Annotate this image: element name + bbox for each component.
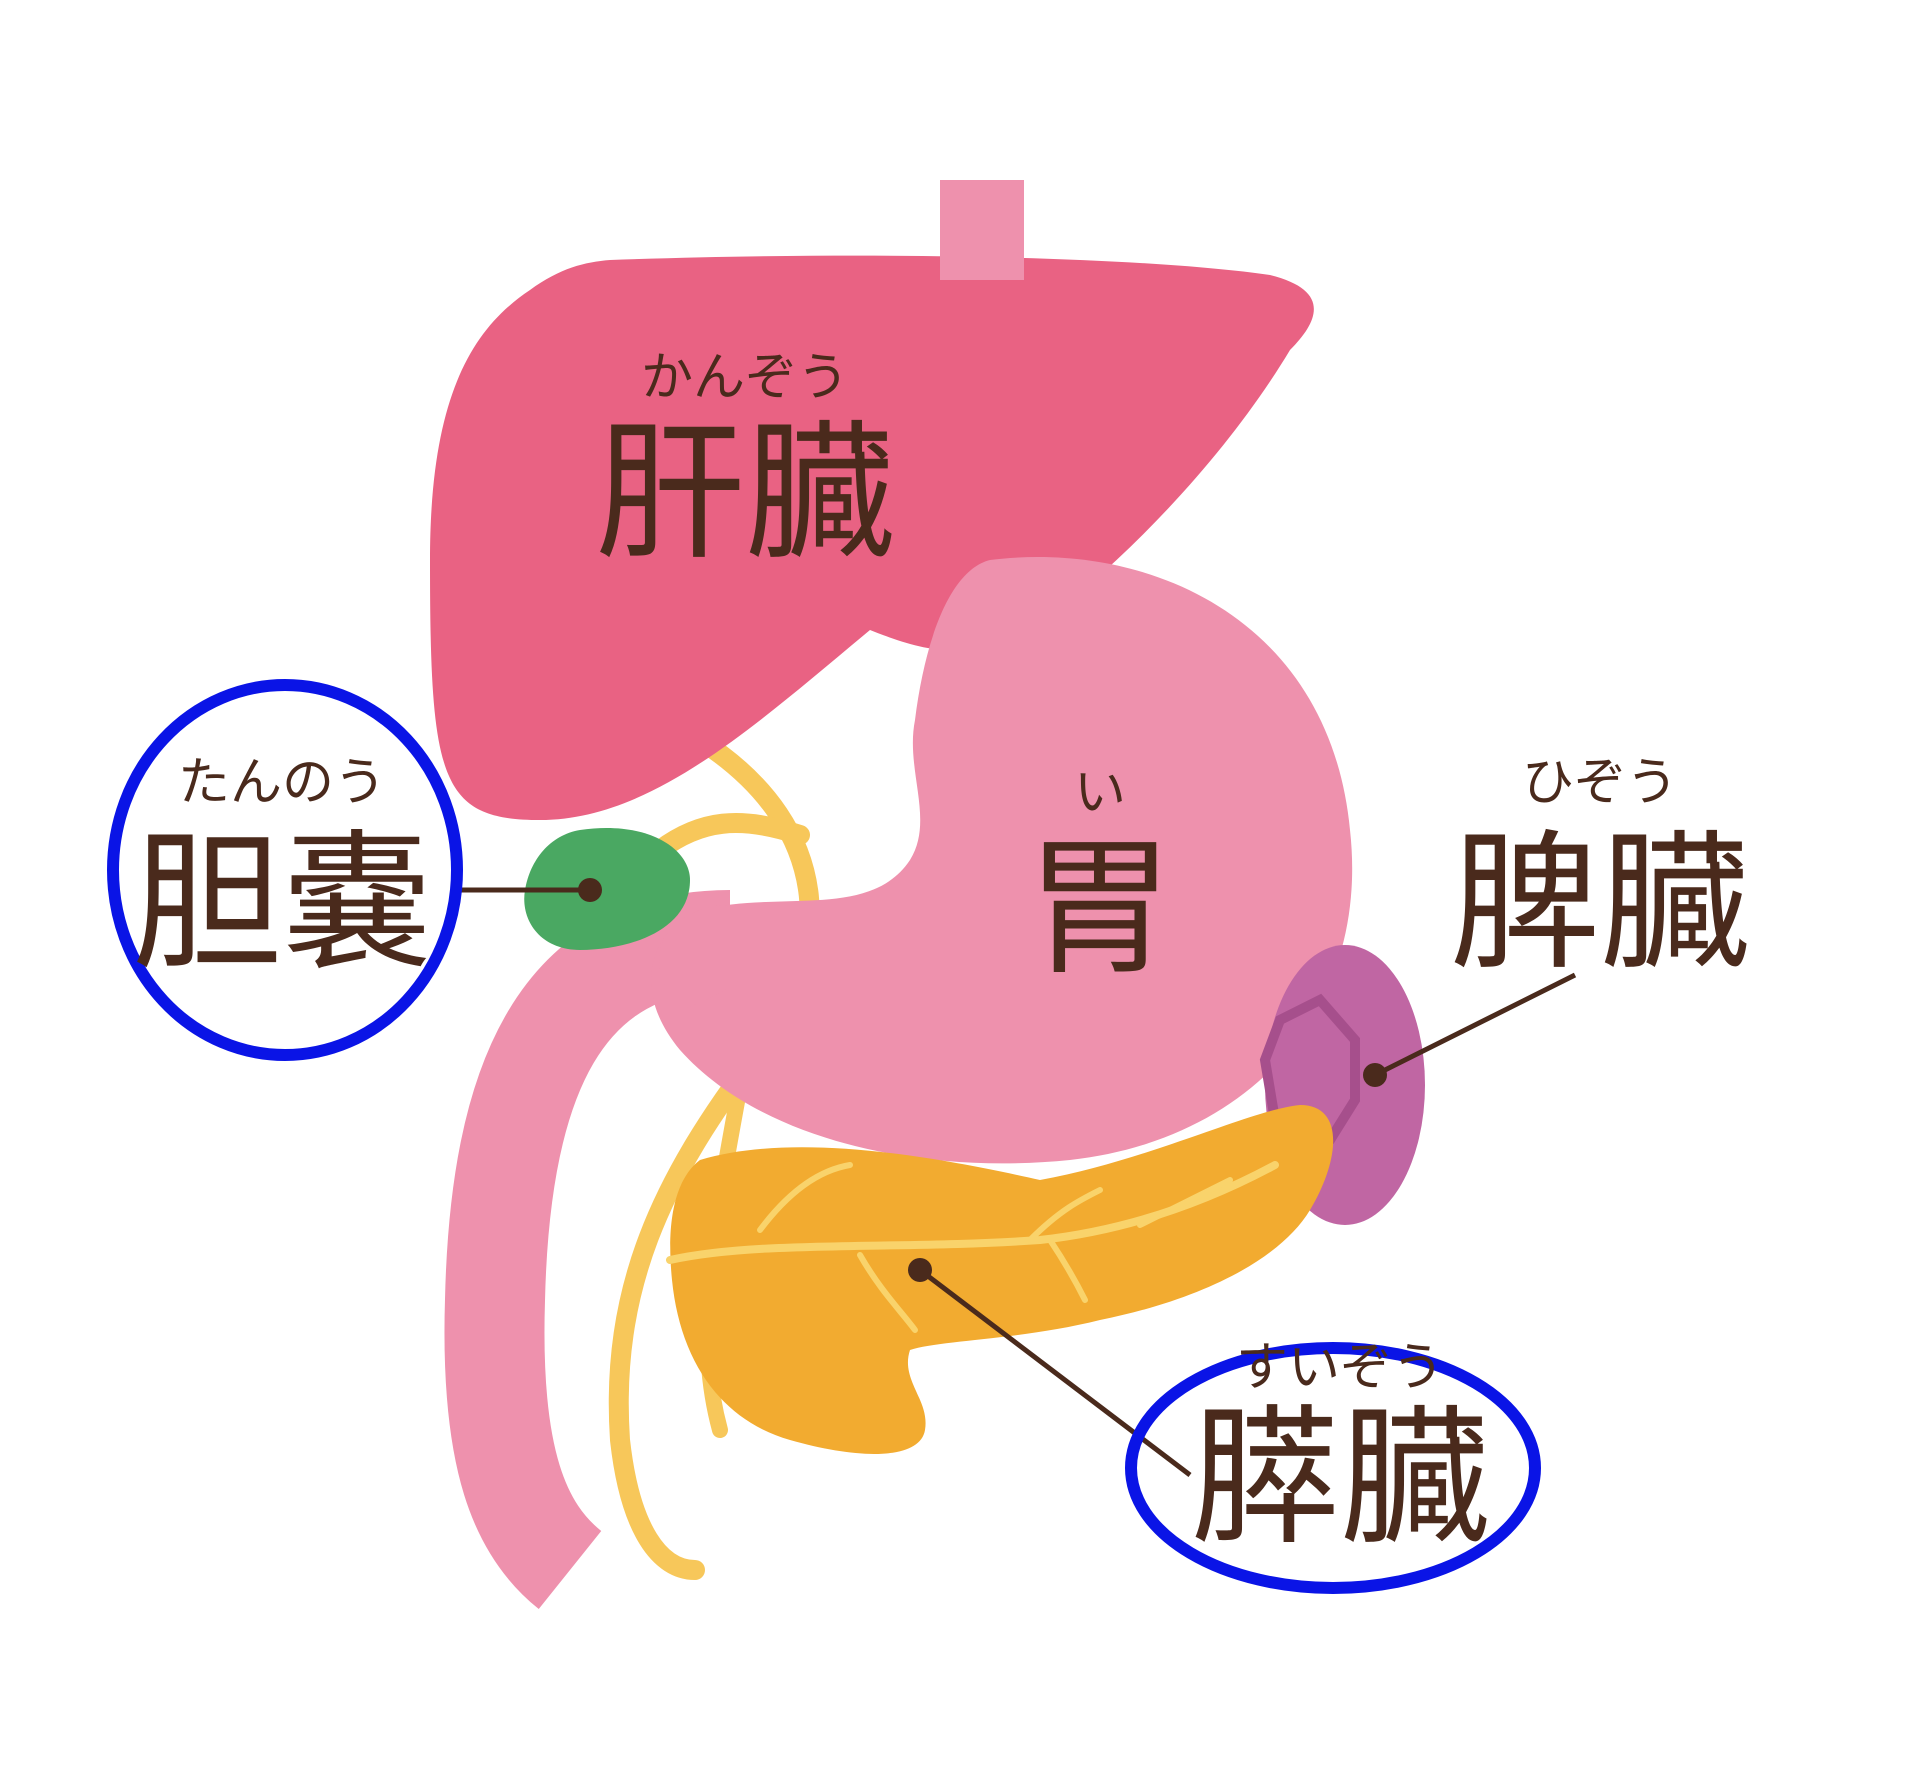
label-liver: かんぞう 肝臓 <box>595 348 895 581</box>
pancreatic-duct-branch-3 <box>1137 1177 1233 1228</box>
label-spleen: ひぞう 脾臓 <box>1450 753 1750 991</box>
pancreatic-duct-branch-5 <box>1047 1237 1088 1303</box>
duodenum-tube <box>444 890 732 1610</box>
leader-dot-spleen <box>1363 1063 1387 1087</box>
label-stomach-name: 胃 <box>1025 822 1175 996</box>
pancreas <box>666 1105 1334 1454</box>
label-pancreas-reading: すいぞう <box>1236 1338 1444 1398</box>
label-gallbladder-name: 胆嚢 <box>132 817 432 991</box>
leader-lines <box>460 878 1577 1477</box>
pancreatic-duct-branch-4 <box>857 1252 918 1333</box>
label-pancreas: すいぞう 膵臓 <box>1190 1338 1490 1566</box>
liver-shape <box>430 255 1314 820</box>
pancreatic-duct-branch-1 <box>757 1162 853 1233</box>
leader-pancreas <box>918 1268 1192 1477</box>
leader-dot-gallbladder <box>578 878 602 902</box>
label-spleen-name: 脾臓 <box>1450 817 1750 991</box>
leader-dot-pancreas <box>908 1258 932 1282</box>
liver <box>430 255 1314 820</box>
gallbladder-neck <box>650 813 810 860</box>
leader-spleen <box>1373 972 1577 1078</box>
label-liver-reading: かんぞう <box>641 348 849 408</box>
stomach <box>444 557 1353 1610</box>
label-liver-name: 肝臓 <box>595 407 895 581</box>
pancreas-shape <box>670 1105 1334 1454</box>
highlight-ring-pancreas <box>1125 1342 1541 1594</box>
label-spleen-reading: ひぞう <box>1522 753 1678 813</box>
gallbladder-body <box>524 828 690 950</box>
label-gallbladder: たんのう 胆嚢 <box>132 753 432 991</box>
label-pancreas-name: 膵臓 <box>1190 1392 1490 1566</box>
pylorus-joint <box>659 905 760 1010</box>
stomach-body <box>651 557 1353 1164</box>
label-stomach-reading: い <box>1074 763 1126 823</box>
pancreatic-duct-branch-2 <box>1027 1187 1103 1243</box>
gallbladder <box>524 813 810 950</box>
bile-duct-common <box>608 730 820 1580</box>
pancreatic-duct <box>666 1161 1279 1264</box>
esophagus <box>940 180 1024 280</box>
label-stomach: い 胃 <box>1025 763 1175 996</box>
highlight-ring-gallbladder <box>107 679 463 1061</box>
label-gallbladder-reading: たんのう <box>178 753 386 813</box>
